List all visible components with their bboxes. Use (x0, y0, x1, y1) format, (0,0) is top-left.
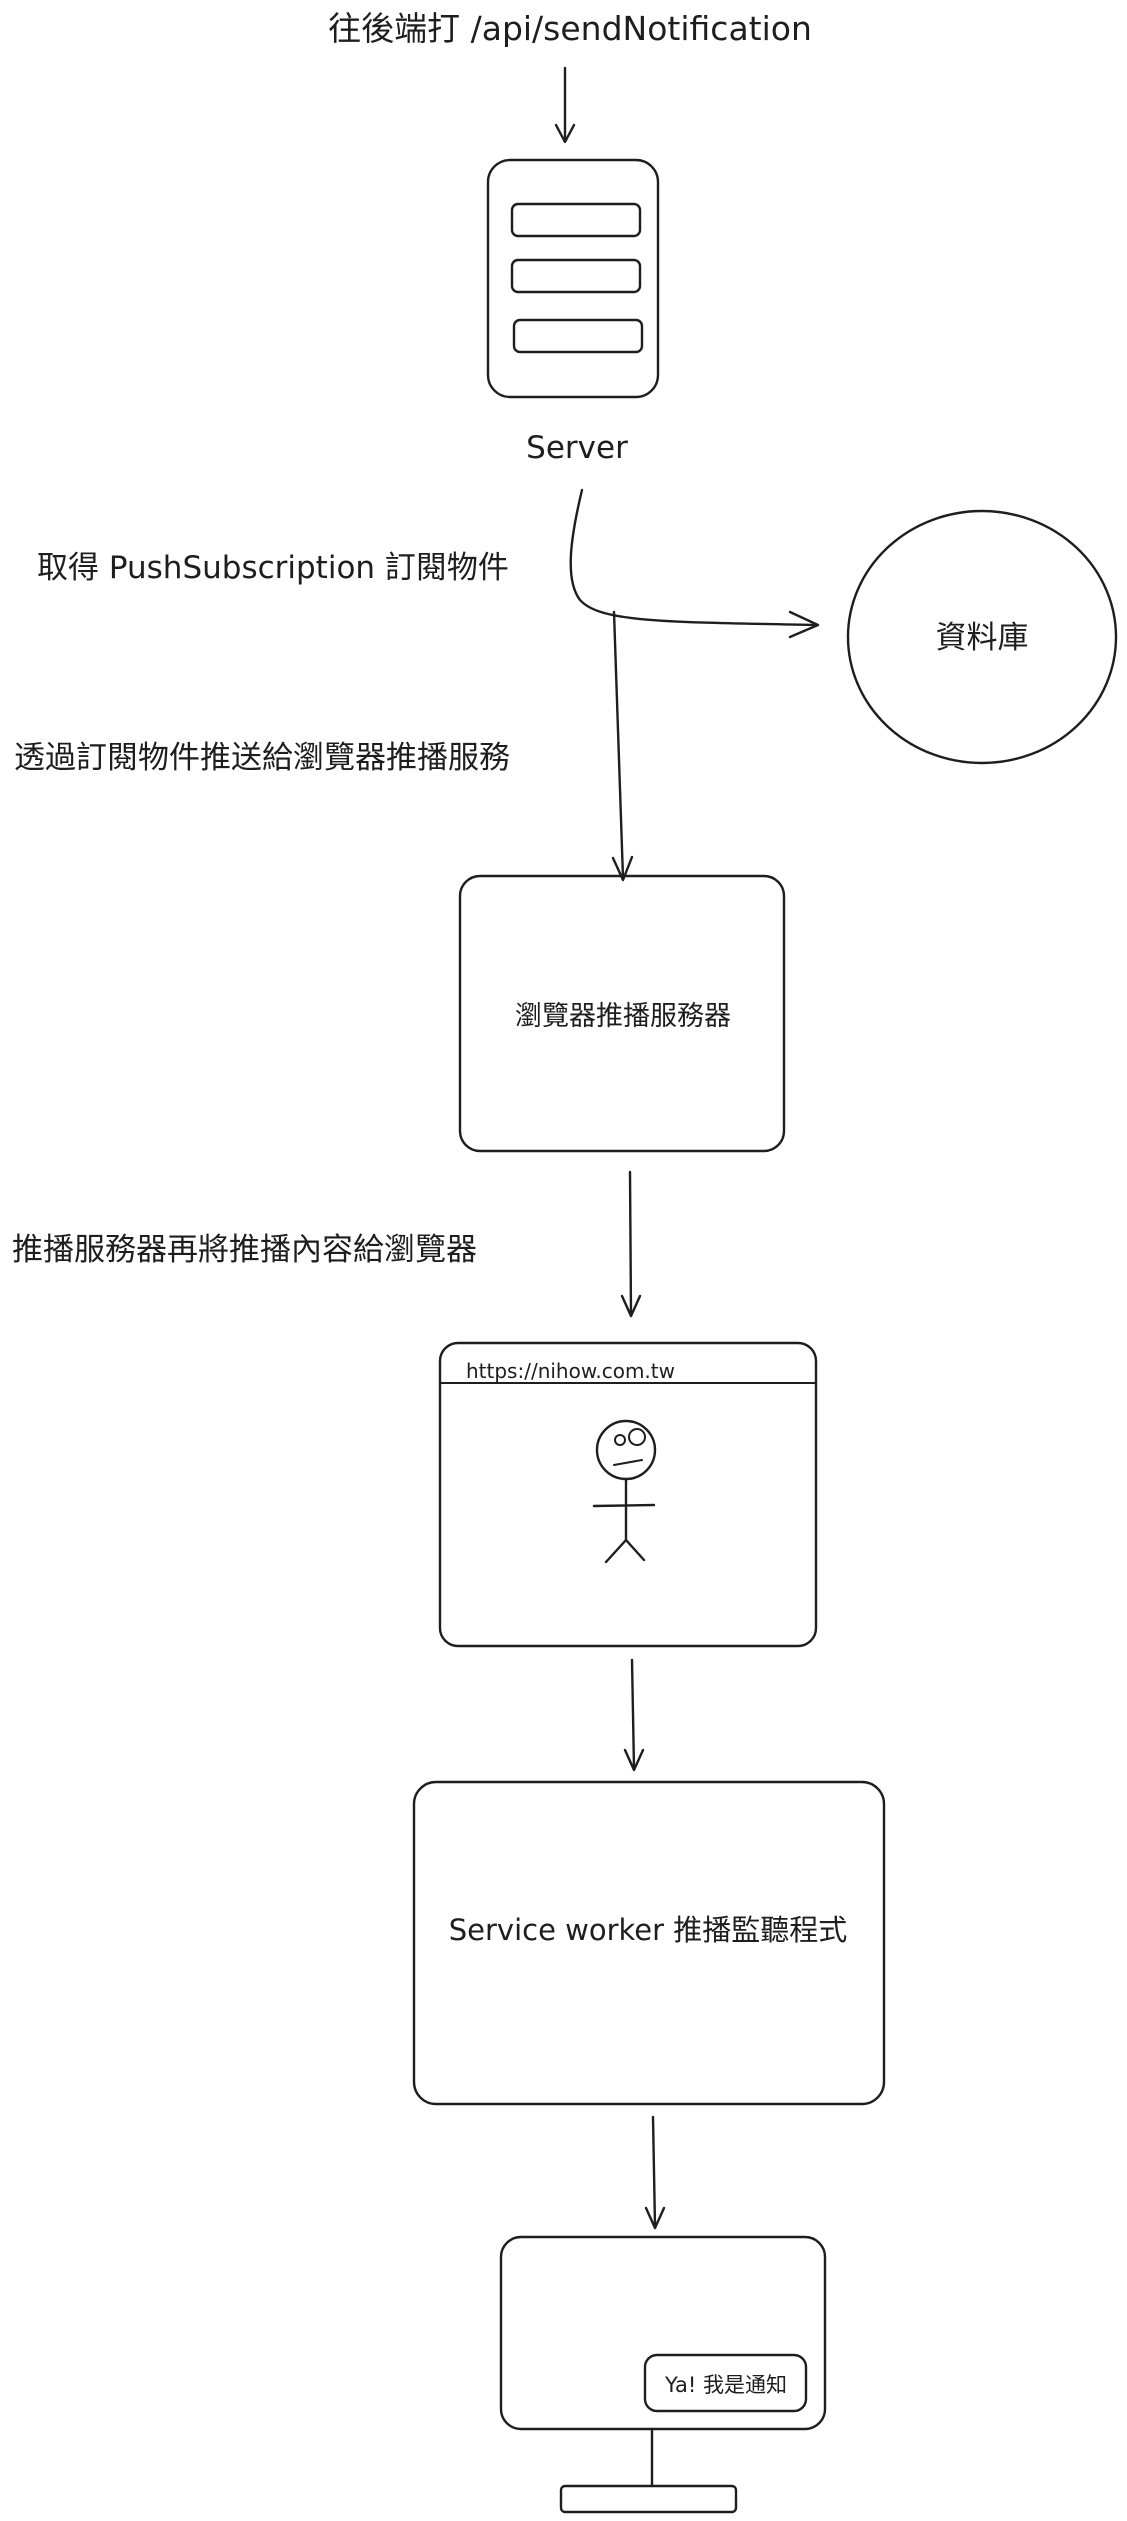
arrow-browser-to-service-worker (623, 1658, 645, 1772)
browser-window: https://nihow.com.tw (438, 1341, 818, 1648)
server-icon (486, 158, 660, 399)
database-label: 資料庫 (936, 620, 1029, 656)
monitor-icon: Ya! 我是通知 (499, 2235, 827, 2514)
arrow-service-worker-to-monitor (644, 2115, 666, 2230)
api-call-label: 往後端打 /api/sendNotification (328, 9, 812, 48)
arrow-api-to-server (554, 66, 576, 144)
database-node: 資料庫 (846, 509, 1118, 765)
arrow-push-server-to-browser (620, 1170, 642, 1318)
get-subscription-label: 取得 PushSubscription 訂閱物件 (37, 550, 509, 586)
push-server-to-browser-label: 推播服務器再將推播內容給瀏覽器 (12, 1232, 477, 1268)
browser-push-server-label: 瀏覽器推播服務器 (515, 1001, 731, 1032)
notification-text: Ya! 我是通知 (664, 2373, 787, 2397)
push-via-subscription-label: 透過訂閱物件推送給瀏覽器推播服務 (14, 740, 510, 776)
notification-toast: Ya! 我是通知 (643, 2353, 808, 2413)
server-label: Server (526, 430, 628, 466)
arrow-server-to-push-server (611, 610, 634, 882)
browser-push-server-node: 瀏覽器推播服務器 (458, 874, 786, 1153)
service-worker-label: Service worker 推播監聽程式 (449, 1913, 848, 1947)
service-worker-node: Service worker 推播監聽程式 (412, 1780, 886, 2106)
browser-url-text: https://nihow.com.tw (466, 1359, 675, 1383)
arrow-server-to-database (569, 488, 820, 639)
stick-figure-icon (592, 1419, 657, 1564)
